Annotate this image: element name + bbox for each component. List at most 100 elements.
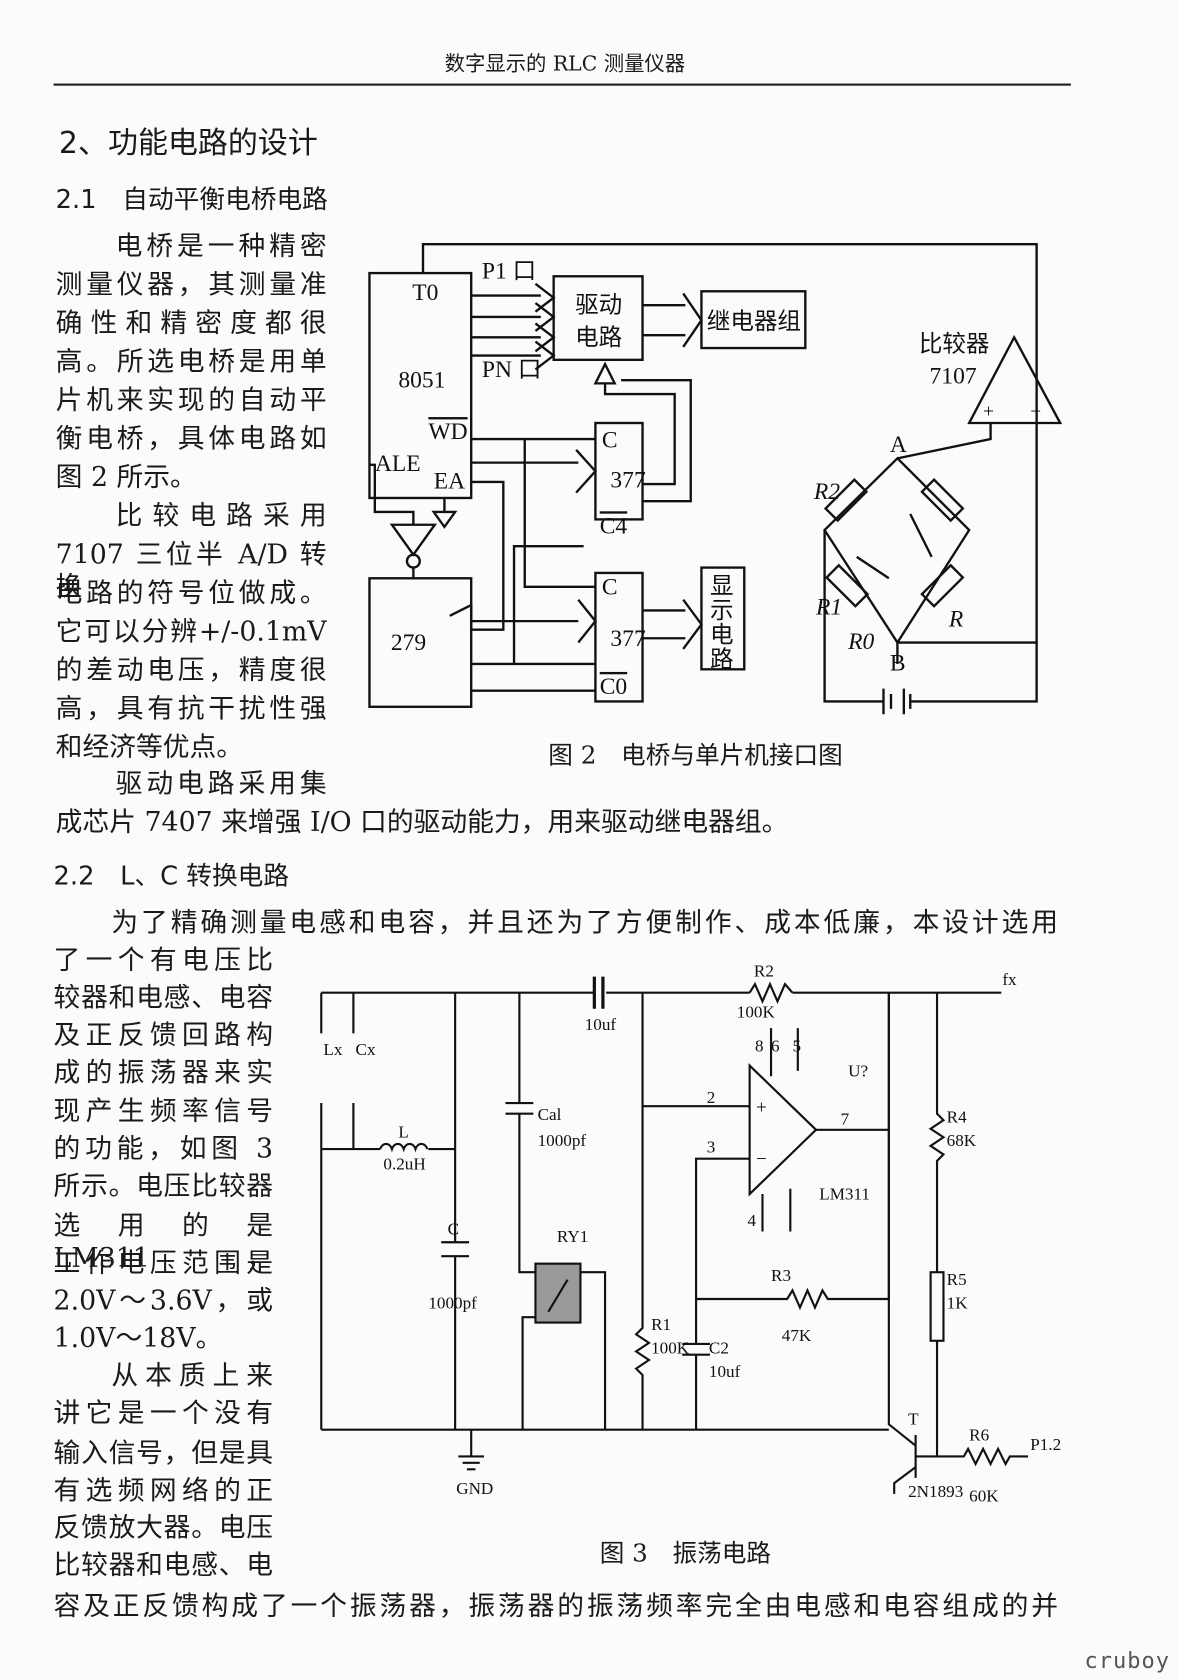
resistor-r2	[748, 981, 794, 1004]
label-8051: 8051	[398, 368, 445, 394]
label-cap-top-value: 10uf	[585, 1015, 617, 1034]
feedback-bus-2	[621, 378, 692, 503]
capacitor-cal	[505, 992, 536, 1274]
subsection-heading-2-2: 2.2 L、C 转换电路	[53, 861, 290, 891]
label-r2-value: 100K	[737, 1002, 776, 1021]
label-r5: R5	[947, 1270, 967, 1289]
ground-symbol	[412, 497, 458, 579]
text-line: 有选频网络的正	[53, 1474, 274, 1506]
label-lm311: LM311	[819, 1184, 870, 1203]
label-ry1: RY1	[557, 1227, 588, 1246]
label-c-upper: C	[602, 428, 618, 454]
label-display-2: 示	[710, 598, 734, 624]
label-c2: C2	[709, 1339, 729, 1358]
label-r4: R4	[947, 1107, 967, 1126]
text-line: 及正反馈回路构	[53, 1019, 274, 1051]
label-wd: WD	[428, 419, 467, 445]
label-u: U?	[848, 1061, 868, 1080]
header-rule	[53, 83, 1071, 86]
ground-rail	[321, 1428, 889, 1471]
label-ale: ALE	[375, 451, 421, 477]
text-line: 工作电压范围是	[53, 1247, 274, 1279]
label-377-upper: 377	[610, 467, 646, 493]
label-pin-6: 6	[771, 1037, 780, 1056]
label-t0: T0	[412, 280, 438, 306]
label-display-4: 路	[710, 646, 734, 673]
label-pin-2: 2	[707, 1088, 716, 1107]
label-r1: R1	[651, 1315, 671, 1334]
driver-block	[552, 275, 644, 362]
text-line: 反馈放大器。电压	[53, 1512, 274, 1544]
label-display-3: 电	[710, 622, 734, 649]
capacitor-c2	[682, 1157, 750, 1430]
label-node-a: A	[890, 432, 907, 458]
label-pin-4: 4	[747, 1211, 756, 1230]
label-plus: +	[756, 1098, 767, 1119]
label-driver-1: 驱动	[575, 292, 622, 319]
label-r6-value: 60K	[969, 1486, 999, 1505]
label-pin-8: 8	[755, 1037, 764, 1056]
label-r5-value: 1K	[947, 1294, 969, 1313]
comparator-7107-symbol	[967, 334, 1063, 425]
relay-ry1	[534, 1262, 582, 1324]
label-r6: R6	[969, 1425, 989, 1444]
label-l-value: 0.2uH	[383, 1154, 425, 1173]
text-line: 衡电桥，具体电路如	[55, 423, 327, 455]
label-fx: fx	[1002, 970, 1017, 989]
text-line: 成芯片 7407 来增强 I/O 口的驱动能力，用来驱动继电器组。	[55, 806, 789, 838]
capacitor-10uf-top	[592, 976, 605, 1009]
label-lx: Lx	[323, 1040, 342, 1059]
label-pin-5: 5	[792, 1037, 801, 1056]
section-heading: 2、功能电路的设计	[58, 125, 318, 161]
label-p1-2: P1.2	[1030, 1435, 1061, 1454]
comparator-plus-wire	[897, 423, 992, 460]
label-p1-port: P1 口	[482, 258, 536, 284]
label-ea: EA	[434, 468, 465, 494]
label-279: 279	[391, 630, 426, 656]
label-r3: R3	[771, 1266, 791, 1285]
capacitor-c	[441, 992, 470, 1430]
resistor-r1-wire	[634, 992, 750, 1430]
label-c4: C4	[600, 513, 628, 539]
inverter-symbol	[369, 463, 438, 557]
label-r2: R2	[813, 479, 840, 505]
comparator-lm311	[748, 1063, 818, 1197]
text-line: 成的振荡器来实	[53, 1056, 274, 1089]
label-c-value: 1000pf	[428, 1294, 477, 1313]
label-r: R	[948, 606, 963, 632]
label-plus: +	[983, 402, 994, 423]
label-node-b: B	[890, 650, 906, 676]
text-line: 了一个有电压比	[53, 944, 274, 976]
decoder-279-block	[368, 577, 473, 708]
text-line: 输入信号，但是具	[53, 1437, 274, 1469]
text-line: 图 2 所示。	[55, 461, 197, 493]
control-wires	[471, 439, 596, 692]
figure-3-caption: 图 3 振荡电路	[599, 1539, 771, 1568]
running-header: 数字显示的 RLC 测量仪器	[444, 52, 686, 77]
label-r3-value: 47K	[782, 1326, 812, 1345]
label-r1: R1	[815, 595, 842, 621]
text-line: 从本质上来	[111, 1360, 274, 1392]
text-line: 的功能，如图 3	[53, 1133, 274, 1165]
display-circuit-block	[700, 566, 746, 671]
text-line: 的差动电压，精度很	[55, 654, 327, 686]
label-minus: −	[756, 1149, 767, 1170]
label-377-lower: 377	[610, 626, 646, 652]
text-line: 所示。电压比较器	[53, 1170, 274, 1202]
text-line: 高。所选电桥是用单	[55, 345, 327, 377]
label-cx: Cx	[356, 1040, 376, 1059]
resistor-r4	[928, 992, 946, 1457]
label-r2: R2	[754, 962, 774, 981]
text-line: 它可以分辨+/-0.1mV	[55, 615, 327, 647]
text-line: 选用的是LM311，	[53, 1210, 274, 1274]
label-display-1: 显	[710, 573, 734, 599]
text-line: 和经济等优点。	[55, 731, 244, 763]
t0-wire	[421, 242, 1038, 424]
relay-wiring	[521, 1271, 607, 1430]
label-transistor-part: 2N1893	[908, 1482, 963, 1501]
resistor-r3	[696, 1129, 890, 1311]
text-line: 电桥是一种精密	[115, 230, 327, 262]
